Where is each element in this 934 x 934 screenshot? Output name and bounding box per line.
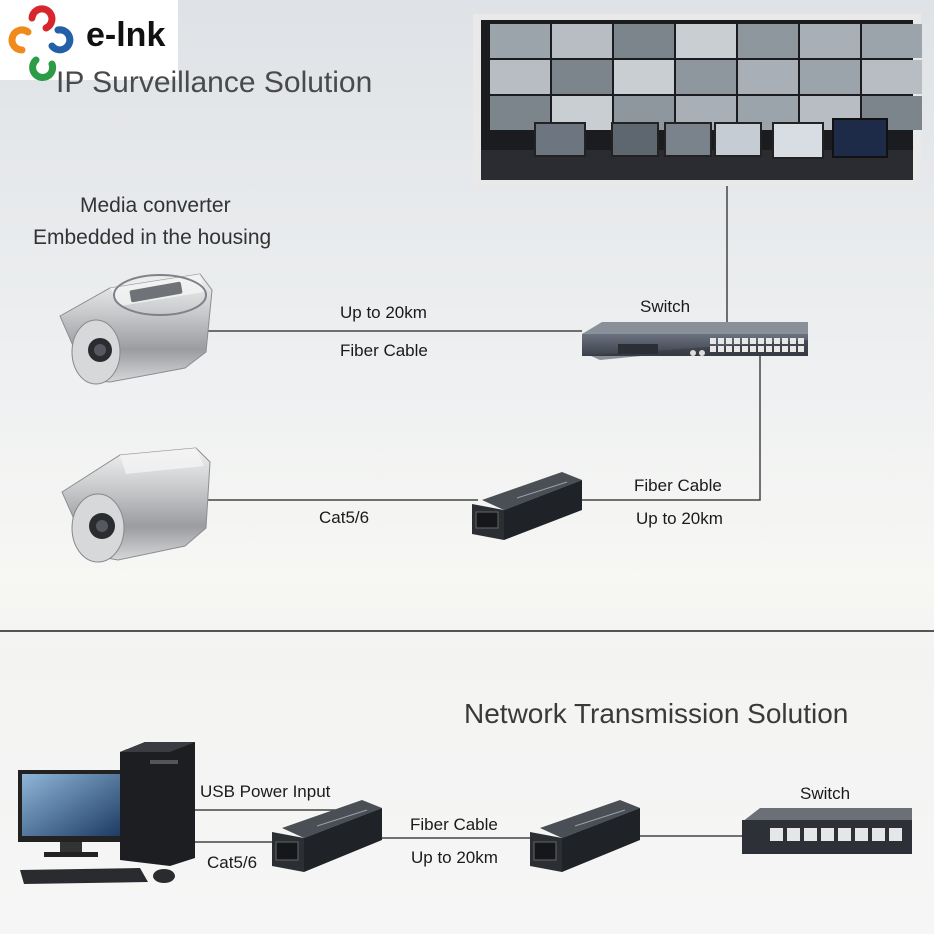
switch-port — [770, 828, 783, 841]
embedded-converter-highlight — [113, 274, 207, 316]
switch-port — [766, 346, 772, 352]
wall-screen-tile — [738, 60, 798, 94]
logo: e-lnk — [0, 0, 178, 81]
switch-port — [726, 346, 732, 352]
wall-screen-tile — [614, 60, 674, 94]
logo-mark — [8, 5, 74, 81]
switch-port — [758, 338, 764, 344]
switch-port — [742, 338, 748, 344]
switch-port — [734, 338, 740, 344]
bottom-switch-device — [742, 808, 912, 854]
section-divider — [0, 630, 934, 632]
camera-1 — [59, 273, 213, 385]
switch-port — [774, 338, 780, 344]
wall-screen-tile — [800, 60, 860, 94]
switch-port — [758, 346, 764, 352]
switch-port — [710, 338, 716, 344]
logo-text: e-lnk — [86, 16, 166, 54]
switch-port — [872, 828, 885, 841]
connection-lines — [190, 186, 761, 843]
wall-screen-tile — [676, 24, 736, 58]
switch-port — [798, 338, 804, 344]
link3-distance-label: Up to 20km — [636, 509, 723, 528]
desk-monitors — [534, 118, 888, 159]
bottom-fiber-label: Fiber Cable — [410, 815, 498, 834]
switch-port — [804, 828, 817, 841]
wall-screen-tile — [614, 24, 674, 58]
converter-bottom-right — [530, 800, 640, 872]
wall-screen-tile — [552, 24, 612, 58]
switch-port — [798, 346, 804, 352]
converter-bottom-left — [272, 800, 382, 872]
link2-cable-label: Cat5/6 — [319, 508, 370, 527]
wall-screen-tile — [800, 24, 860, 58]
switch-port — [710, 346, 716, 352]
switch-port — [718, 338, 724, 344]
usb-power-label: USB Power Input — [200, 782, 331, 801]
video-wall — [473, 14, 922, 186]
switch-port — [855, 828, 868, 841]
wall-screen-tile — [490, 24, 550, 58]
video-wall-screens — [490, 24, 922, 130]
switch-port — [726, 338, 732, 344]
converter-label-line1: Media converter — [80, 194, 231, 217]
switch-port — [889, 828, 902, 841]
switch-port — [734, 346, 740, 352]
switch-port — [821, 828, 834, 841]
desktop-pc — [18, 742, 195, 884]
top-switch-device — [582, 322, 808, 360]
link1-cable-label: Fiber Cable — [340, 341, 428, 360]
wall-screen-tile — [552, 60, 612, 94]
wall-screen-tile — [676, 60, 736, 94]
switch-label-top: Switch — [640, 297, 691, 316]
wall-screen-tile — [738, 24, 798, 58]
bottom-section-title: Network Transmission Solution — [464, 698, 849, 729]
switch-port — [766, 338, 772, 344]
bottom-cat-label: Cat5/6 — [207, 853, 258, 872]
bottom-switch-ports — [770, 828, 902, 841]
switch-port — [838, 828, 851, 841]
link3-cable-label: Fiber Cable — [634, 476, 722, 495]
wall-screen-tile — [862, 24, 922, 58]
bottom-distance-label: Up to 20km — [411, 848, 498, 867]
switch-port — [742, 346, 748, 352]
switch-port — [787, 828, 800, 841]
top-section-title: IP Surveillance Solution — [56, 66, 373, 99]
link1-distance-label: Up to 20km — [340, 303, 427, 322]
switch-port — [718, 346, 724, 352]
switch-port — [790, 338, 796, 344]
switch-port — [782, 346, 788, 352]
switch-to-converter-fiber-line — [580, 356, 761, 501]
bottom-switch-label: Switch — [800, 784, 851, 803]
switch-port — [782, 338, 788, 344]
wall-screen-tile — [490, 60, 550, 94]
wall-screen-tile — [862, 60, 922, 94]
switch-port — [750, 346, 756, 352]
switch-port — [774, 346, 780, 352]
camera-2 — [61, 447, 211, 563]
converter-top — [472, 472, 582, 540]
switch-ports — [710, 338, 804, 352]
switch-port — [750, 338, 756, 344]
switch-port — [790, 346, 796, 352]
converter-label-line2: Embedded in the housing — [33, 226, 272, 249]
